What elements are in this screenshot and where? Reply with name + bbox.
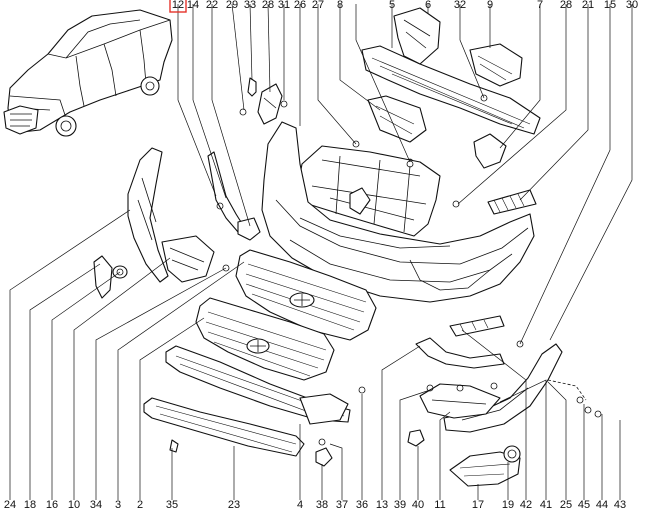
bottom-callout-0: 24 — [4, 499, 16, 510]
bottom-callout-17: 17 — [472, 499, 484, 510]
upper-crossbeam — [361, 7, 541, 169]
bottom-callout-20: 41 — [540, 499, 552, 510]
bottom-callout-7: 35 — [166, 499, 178, 510]
top-callout-17: 15 — [604, 0, 616, 11]
top-fasteners — [239, 77, 288, 125]
bottom-callout-10: 38 — [316, 499, 328, 510]
top-callout-7: 26 — [294, 0, 306, 11]
bottom-callout-3: 10 — [68, 499, 80, 510]
top-callout-6: 31 — [278, 0, 290, 11]
top-callout-1: 14 — [187, 0, 199, 11]
bottom-callout-18: 19 — [502, 499, 514, 510]
bottom-callout-15: 40 — [412, 499, 424, 510]
top-callout-5: 28 — [262, 0, 274, 11]
skid-plate — [143, 397, 333, 467]
bottom-callout-11: 37 — [336, 499, 348, 510]
bottom-callout-1: 18 — [24, 499, 36, 510]
top-callout-11: 6 — [425, 0, 431, 11]
top-callout-12: 32 — [454, 0, 466, 11]
top-leaders — [177, 3, 633, 345]
middle-grille — [195, 297, 335, 381]
top-callout-4: 33 — [244, 0, 256, 11]
bottom-callout-2: 16 — [46, 499, 58, 510]
right-side-parts — [407, 315, 602, 487]
top-callout-16: 21 — [582, 0, 594, 11]
top-callout-2: 22 — [206, 0, 218, 11]
bottom-callout-24: 43 — [614, 499, 626, 510]
top-callout-3: 29 — [226, 0, 238, 11]
top-callout-10: 5 — [389, 0, 395, 11]
bottom-callout-4: 34 — [90, 499, 102, 510]
top-callout-18: 30 — [626, 0, 638, 11]
top-callout-8: 27 — [312, 0, 324, 11]
left-side-parts — [93, 147, 261, 299]
top-callout-15: 28 — [560, 0, 572, 11]
bottom-callout-12: 36 — [356, 499, 368, 510]
bottom-callout-6: 2 — [137, 499, 143, 510]
upper-grille — [235, 249, 377, 341]
bottom-callout-8: 23 — [228, 499, 240, 510]
top-callout-13: 9 — [487, 0, 493, 11]
bottom-callout-13: 13 — [376, 499, 388, 510]
selected-callout-highlight — [169, 0, 187, 13]
bottom-callout-23: 44 — [596, 499, 608, 510]
bottom-callout-9: 4 — [297, 499, 303, 510]
bottom-callout-5: 3 — [115, 499, 121, 510]
radiator-support — [297, 140, 441, 237]
bottom-callout-14: 39 — [394, 499, 406, 510]
bottom-callout-21: 25 — [560, 499, 572, 510]
lower-grille — [165, 345, 366, 425]
vehicle-thumbnail — [3, 9, 173, 137]
bottom-callout-19: 42 — [520, 499, 532, 510]
bottom-callout-22: 45 — [578, 499, 590, 510]
bottom-callout-16: 11 — [434, 499, 445, 510]
bottom-leaders — [9, 209, 621, 500]
top-callout-9: 8 — [337, 0, 343, 11]
top-callout-14: 7 — [537, 0, 543, 11]
top-callout-0: 12 — [172, 0, 184, 11]
